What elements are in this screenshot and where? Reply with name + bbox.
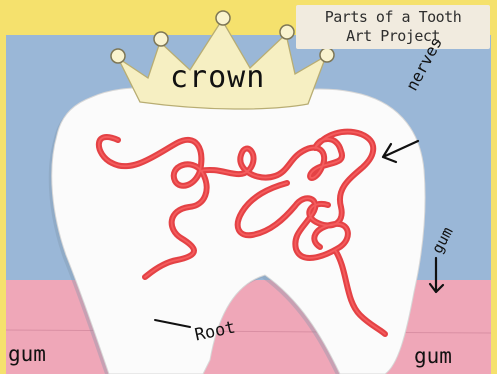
crown-point-2: [154, 32, 168, 46]
crown-point-4: [280, 25, 294, 39]
gum-label-bottom-right: gum: [414, 344, 452, 368]
crown-label: crown: [170, 60, 265, 95]
crown-point-1: [111, 49, 125, 63]
banner-title-line-2: Art Project: [296, 27, 490, 46]
gum-label-left: gum: [8, 342, 46, 366]
banner-title-line-1: Parts of a Tooth: [296, 8, 490, 27]
crown-point-3: [216, 11, 230, 25]
project-title-banner: Parts of a Tooth Art Project: [296, 5, 490, 49]
crown-point-5: [320, 48, 334, 62]
